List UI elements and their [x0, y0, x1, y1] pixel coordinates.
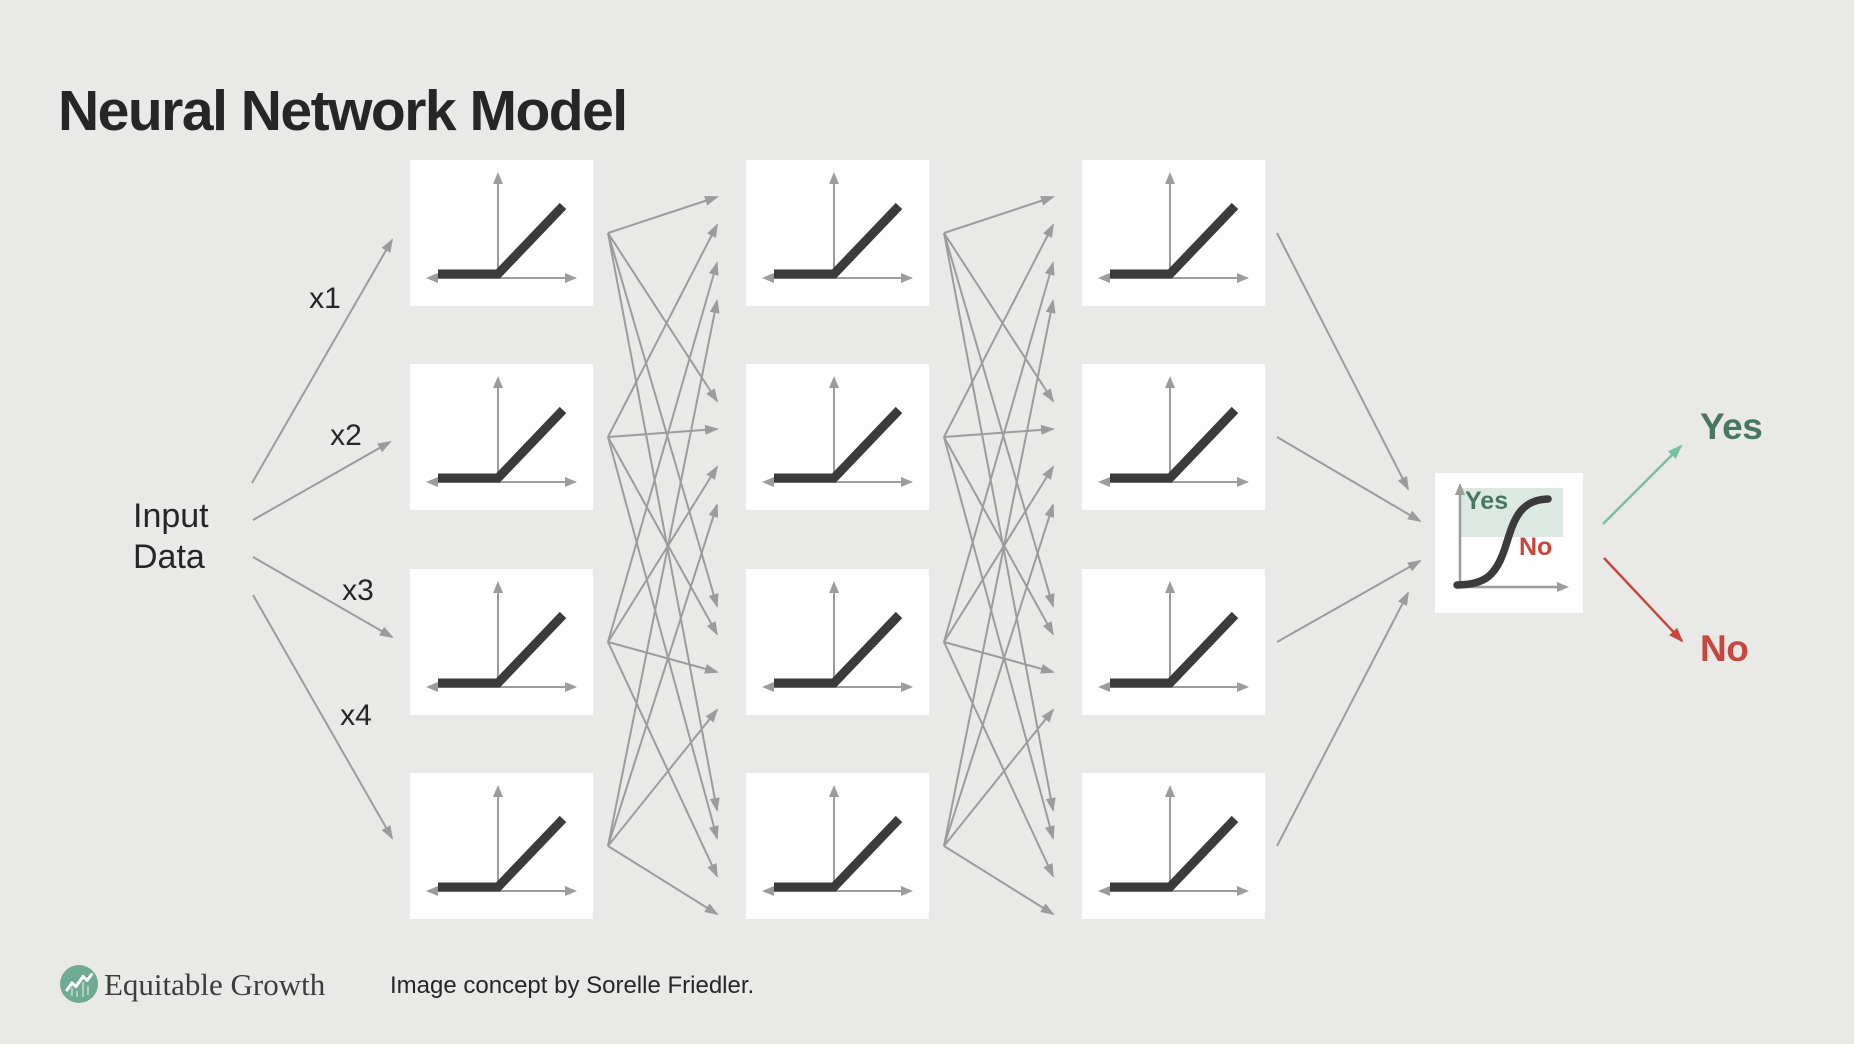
page-title: Neural Network Model	[58, 79, 628, 144]
relu-activation-plot	[1098, 581, 1249, 692]
converge-arrows	[1276, 232, 1422, 847]
input-arrows	[251, 238, 394, 840]
relu-node	[746, 364, 929, 510]
weight-label-x3: x3	[342, 574, 374, 607]
relu-node	[410, 364, 593, 510]
mesh-layer2-arrows	[943, 196, 1056, 916]
input-data-label: Input Data	[133, 497, 209, 576]
relu-activation-plot	[1098, 785, 1249, 896]
relu-node	[1082, 569, 1265, 715]
weight-label-x2: x2	[330, 419, 362, 452]
image-credit: Image concept by Sorelle Friedler.	[390, 972, 755, 999]
weight-label-x4: x4	[340, 699, 372, 732]
relu-node	[410, 160, 593, 306]
relu-node	[410, 569, 593, 715]
mesh-layer1-arrows	[607, 196, 720, 916]
relu-node	[1082, 773, 1265, 919]
output-no-label: No	[1700, 628, 1749, 669]
brand-name: Equitable Growth	[104, 967, 326, 1002]
relu-activation-plot	[426, 785, 577, 896]
sigmoid-activation-plot	[1435, 473, 1583, 613]
relu-activation-plot	[762, 376, 913, 487]
relu-node	[1082, 160, 1265, 306]
relu-activation-plot	[426, 581, 577, 692]
relu-activation-plot	[426, 376, 577, 487]
relu-node	[746, 773, 929, 919]
relu-node	[746, 160, 929, 306]
relu-activation-plot	[1098, 376, 1249, 487]
output-yes-label: Yes	[1700, 406, 1763, 447]
relu-activation-plot	[762, 785, 913, 896]
sigmoid-yes-zone-label: Yes	[1465, 487, 1509, 515]
relu-activation-plot	[762, 581, 913, 692]
equitable-growth-logo-icon	[60, 965, 98, 1003]
relu-node	[1082, 364, 1265, 510]
relu-activation-plot	[426, 172, 577, 283]
sigmoid-node: Yes No	[1435, 473, 1583, 613]
relu-node	[410, 773, 593, 919]
output-arrows	[1602, 444, 1684, 643]
sigmoid-no-zone-label: No	[1519, 533, 1553, 561]
relu-activation-plot	[762, 172, 913, 283]
weight-label-x1: x1	[309, 282, 341, 315]
relu-node	[746, 569, 929, 715]
relu-activation-plot	[1098, 172, 1249, 283]
